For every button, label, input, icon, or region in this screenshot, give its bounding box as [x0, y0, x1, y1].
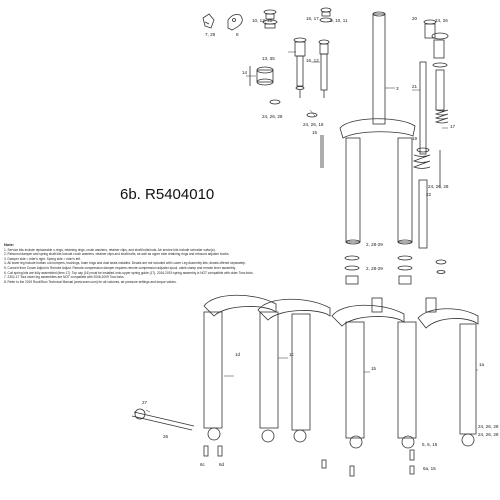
callout-24-26-29b: 24, 26, 29: [478, 432, 499, 437]
spring-shaft-assembly: [318, 39, 330, 98]
top-cap-stack-left: [262, 9, 278, 29]
callout-10-13-25: 10, 13, 25: [252, 18, 273, 23]
notes-line: 2. Rebound damper and spring shaft kits …: [4, 252, 230, 257]
callout-5-6-15: 5, 6, 15: [422, 442, 438, 447]
callout-3: 3: [396, 86, 399, 91]
callout-15: 15: [312, 130, 318, 135]
callout-20: 20: [412, 16, 418, 21]
notes-line: 5. Convert from Crown Adjust to Remote A…: [4, 265, 236, 270]
notes-line: 8. Refer to the 2019 RockShox Technical …: [4, 279, 177, 284]
shaft-rod: [320, 135, 324, 168]
callout-24-26-28a: 24, 26, 28: [262, 114, 283, 119]
callout-16-12: 16, 12: [306, 58, 319, 63]
callout-24-26-29: 24, 26, 29: [478, 424, 499, 429]
crown-steerer-uppers: [339, 11, 416, 245]
notes-line: 7. 2302-17 Tora lower leg assemblies are…: [4, 275, 125, 280]
callout-27: 27: [142, 400, 148, 405]
lower-leg-assemblies: [203, 294, 479, 449]
callout-6c: 6c: [200, 462, 206, 467]
notes-block: Note: 1. Service kits include replaceabl…: [4, 242, 334, 284]
shaft-bolts: [203, 445, 415, 477]
notes-line: 6. Coil spring kits are fully assembled …: [4, 270, 254, 275]
spring-stack-right: [412, 19, 449, 249]
callout-19: 19: [412, 136, 418, 141]
notes-line: 1. Service kits include replaceable o-ri…: [4, 247, 216, 252]
callout-6a-15: 6a, 15: [423, 466, 436, 471]
callout-13-35: 13, 35: [262, 56, 275, 61]
callout-1b: 1b: [371, 366, 377, 371]
callout-26: 26: [163, 434, 169, 439]
callout-16-17: 16, 17: [306, 16, 319, 21]
callout-21: 21: [412, 84, 418, 89]
callout-1a: 1a: [479, 362, 485, 367]
callout-24-26-18: 24, 26, 18: [303, 122, 324, 127]
callout-14: 14: [242, 70, 248, 75]
callout-1d: 1d: [235, 352, 241, 357]
notes-heading: Note:: [4, 242, 15, 247]
seal-foam-rings: [344, 255, 447, 313]
callout-7-29: 7, 29: [205, 32, 216, 37]
callout-24-26-28b: 24, 26, 28: [428, 184, 449, 189]
callout-2-28-29b: 2, 28-29: [366, 266, 383, 271]
callout-6d: 6d: [219, 462, 225, 467]
adjuster-knob-part: [202, 13, 215, 29]
callout-1c: 1c: [289, 352, 295, 357]
top-cap-stack-right: [319, 7, 333, 23]
callout-2-28-29: 2, 28-29: [366, 242, 383, 247]
callout-17: 17: [450, 124, 456, 129]
callout-labels: 7, 29 8 10, 13, 25 16, 17 9, 10, 11 13, 35 16,…: [142, 16, 499, 471]
thru-axle: [131, 408, 195, 431]
lever-part: [227, 14, 243, 31]
callout-8: 8: [236, 32, 239, 37]
oring-parts: [269, 99, 318, 118]
notes-line: 4. All lower leg include bottom out bump…: [4, 261, 246, 266]
callout-22: 22: [426, 192, 432, 197]
callout-24-26b: 24, 26: [435, 18, 448, 23]
damper-cartridge: [293, 37, 307, 98]
diagram-title: 6b. R5404010: [120, 186, 215, 203]
callout-9-10-11: 9, 10, 11: [330, 18, 348, 23]
leader-lines: [145, 51, 478, 413]
notes-line: 3. Damper side = rider's right. Spring s…: [4, 256, 81, 261]
